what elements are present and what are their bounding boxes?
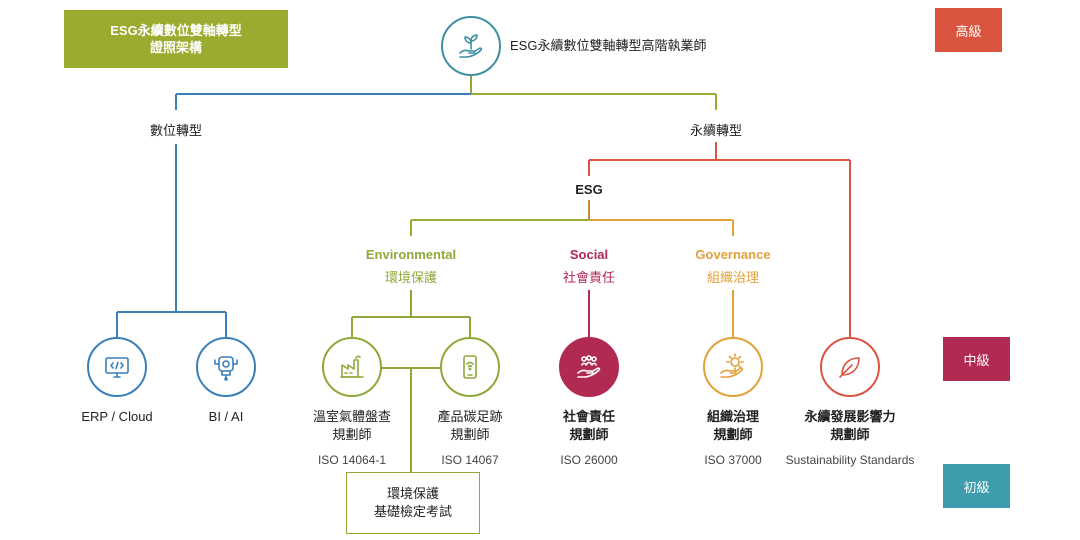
ghg-label-2: 規劃師 [332,427,372,442]
erp-cloud-node [87,337,147,397]
level-high-badge: 高級 [935,8,1002,52]
social-node [559,337,619,397]
branch-digital-label: 數位轉型 [149,123,203,138]
sprout-hand-icon [459,34,483,58]
sustainability-label-1: 永續發展影響力 [804,409,896,424]
social-label-1: 社會責任 [562,409,616,424]
sun-hand-icon [720,353,744,378]
ghg-label-1: 溫室氣體盤查 [312,409,392,424]
pillar-social-zh: 社會責任 [562,270,616,285]
ghg-node [322,337,382,397]
bi-ai-label: BI / AI [208,409,244,424]
pillar-environmental-zh: 環境保護 [384,270,438,285]
erp-cloud-label: ERP / Cloud [81,409,153,424]
factory-icon [340,355,364,378]
pillar-environmental-en: Environmental [365,247,457,262]
level-mid-badge: 中級 [943,337,1010,381]
pillar-social-en: Social [569,247,609,262]
cfp-label-1: 產品碳足跡 [437,409,503,424]
cfp-label-2: 規劃師 [450,427,490,442]
top-role-node [441,16,501,76]
people-hand-icon [577,355,601,378]
sustainability-label-2: 規劃師 [830,427,870,442]
framework-title-box: ESG永續數位雙軸轉型 證照架構 [64,10,288,68]
cfp-standard: ISO 14067 [441,453,499,467]
gov-label-1: 組織治理 [706,409,760,424]
bi-ai-node [196,337,256,397]
social-standard: ISO 26000 [560,453,618,467]
framework-title-line-1: ESG永續數位雙軸轉型 [110,23,242,38]
gov-node [703,337,763,397]
cfp-node [440,337,500,397]
top-role-label: ESG永續數位雙軸轉型高階執業師 [510,38,707,53]
sustainability-standard: Sustainability Standards [785,453,915,467]
framework-title-line-2: 證照架構 [149,40,202,55]
branch-esg-label: ESG [575,182,603,197]
robot-icon [214,356,238,381]
pillar-governance-zh: 組織治理 [706,270,760,285]
social-label-2: 規劃師 [569,427,609,442]
exam-line-2: 基礎檢定考試 [373,504,452,519]
foundation-exam-box: 環境保護 基礎檢定考試 [346,472,480,534]
ghg-standard: ISO 14064-1 [317,453,387,467]
pillar-governance-en: Governance [695,247,771,262]
branch-sustainable-label: 永續轉型 [689,123,743,138]
gov-label-2: 規劃師 [713,427,753,442]
leaf-icon [839,357,860,378]
exam-line-1: 環境保護 [386,486,439,501]
monitor-code-icon [105,357,129,378]
level-low-badge: 初級 [943,464,1010,508]
gov-standard: ISO 37000 [704,453,762,467]
sustainability-node [820,337,880,397]
phone-signal-icon [463,355,477,379]
